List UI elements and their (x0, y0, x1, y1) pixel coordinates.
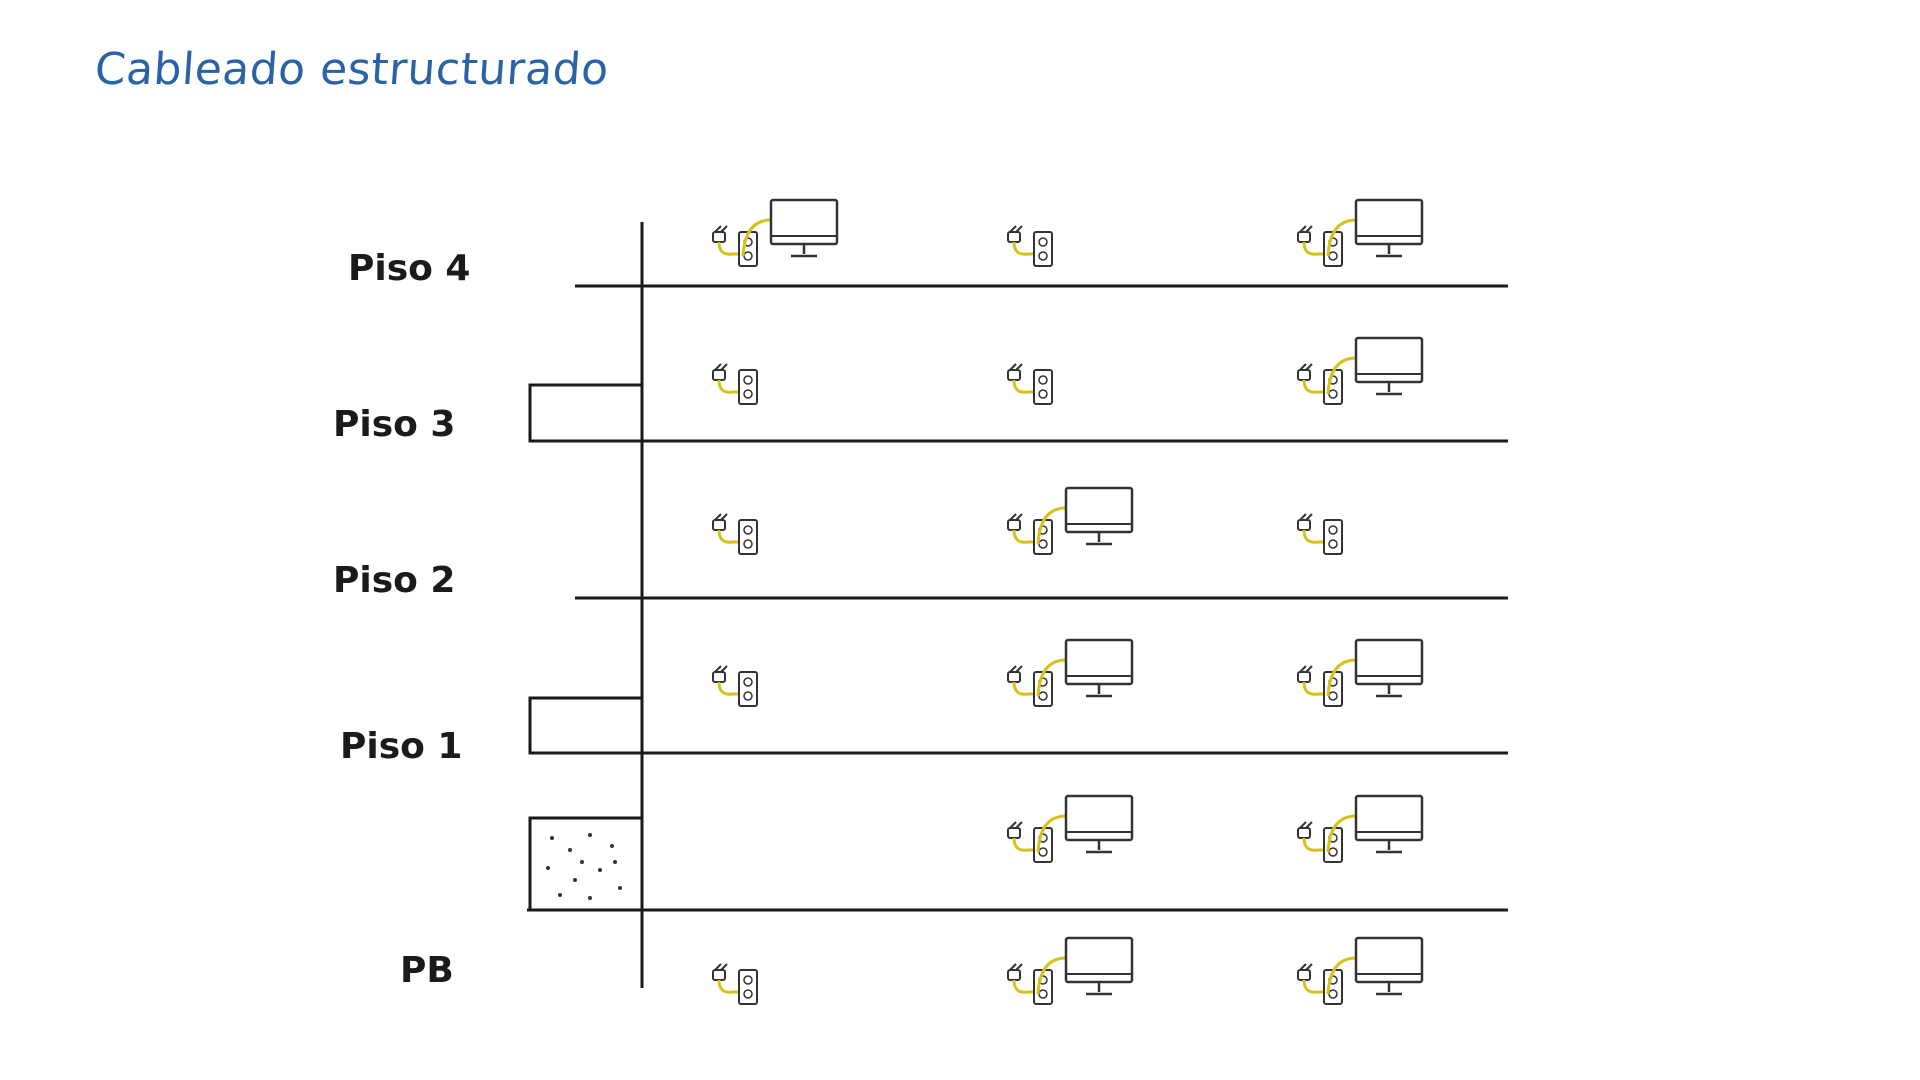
wall-outlet-icon (1033, 969, 1053, 1005)
workstation-0-2 (1297, 198, 1424, 267)
workstation-5-2 (1297, 936, 1424, 1005)
network-cable-icon (1302, 837, 1326, 852)
wall-outlet-icon (738, 671, 758, 707)
workstation-3-0 (712, 665, 758, 707)
computer-monitor-icon (1036, 638, 1134, 698)
network-cable-icon (1012, 241, 1036, 256)
network-cable-icon (1302, 979, 1326, 994)
plug-icon (1007, 827, 1021, 839)
workstation-2-0 (712, 513, 758, 555)
wall-outlet-icon (1033, 369, 1053, 405)
network-cable-icon (717, 979, 741, 994)
workstation-0-1 (1007, 225, 1053, 267)
computer-monitor-icon (1036, 486, 1134, 546)
computer-monitor-icon (1326, 336, 1424, 396)
computer-monitor-icon (1036, 936, 1134, 996)
workstation-1-2 (1297, 336, 1424, 405)
telecom-room-box-1 (528, 696, 644, 755)
network-cable-icon (1012, 529, 1036, 544)
network-cable-icon (1302, 241, 1326, 256)
workstation-4-2 (1297, 794, 1424, 863)
plug-icon (1007, 969, 1021, 981)
wall-outlet-icon (738, 969, 758, 1005)
workstation-3-2 (1297, 638, 1424, 707)
wall-outlet-icon (1033, 231, 1053, 267)
plug-icon (1007, 671, 1021, 683)
workstation-3-1 (1007, 638, 1134, 707)
plug-icon (1297, 369, 1311, 381)
computer-monitor-icon (741, 198, 839, 258)
wall-outlet-icon (1323, 231, 1343, 267)
plug-icon (1297, 231, 1311, 243)
wall-outlet-icon (1323, 519, 1343, 555)
equipment-room-box (528, 816, 644, 912)
workstation-5-1 (1007, 936, 1134, 1005)
workstation-0-0 (712, 198, 839, 267)
wall-outlet-icon (738, 519, 758, 555)
network-cable-icon (717, 529, 741, 544)
computer-monitor-icon (1036, 794, 1134, 854)
workstation-4-1 (1007, 794, 1134, 863)
plug-icon (712, 519, 726, 531)
workstation-2-2 (1297, 513, 1343, 555)
network-cable-icon (717, 241, 741, 256)
network-cable-icon (1012, 681, 1036, 696)
floor-label-4: Piso 4 (348, 248, 471, 289)
network-cable-icon (1012, 837, 1036, 852)
workstation-5-0 (712, 963, 758, 1005)
computer-monitor-icon (1326, 936, 1424, 996)
devices-layer (712, 198, 1424, 1005)
plug-icon (712, 231, 726, 243)
telecom-room-box-3 (528, 383, 644, 443)
network-cable-icon (1302, 379, 1326, 394)
plug-icon (1007, 369, 1021, 381)
plug-icon (1007, 519, 1021, 531)
computer-monitor-icon (1326, 638, 1424, 698)
plug-icon (1297, 519, 1311, 531)
computer-monitor-icon (1326, 198, 1424, 258)
plug-icon (1297, 969, 1311, 981)
network-cable-icon (1302, 529, 1326, 544)
workstation-1-0 (712, 363, 758, 405)
workstation-2-1 (1007, 486, 1134, 555)
plug-icon (712, 369, 726, 381)
wall-outlet-icon (738, 369, 758, 405)
plug-icon (712, 671, 726, 683)
network-cable-icon (717, 379, 741, 394)
network-cable-icon (1012, 379, 1036, 394)
plug-icon (1007, 231, 1021, 243)
floor-label-3: Piso 3 (333, 404, 456, 445)
computer-monitor-icon (1326, 794, 1424, 854)
network-cable-icon (1302, 681, 1326, 696)
floor-label-2: Piso 2 (333, 560, 456, 601)
plug-icon (1297, 827, 1311, 839)
network-cable-icon (1012, 979, 1036, 994)
workstation-1-1 (1007, 363, 1053, 405)
floor-label-1: Piso 1 (340, 726, 463, 767)
network-cable-icon (717, 681, 741, 696)
equipment-room-dots (546, 833, 622, 900)
plug-icon (712, 969, 726, 981)
floor-label-pb: PB (400, 950, 454, 991)
plug-icon (1297, 671, 1311, 683)
